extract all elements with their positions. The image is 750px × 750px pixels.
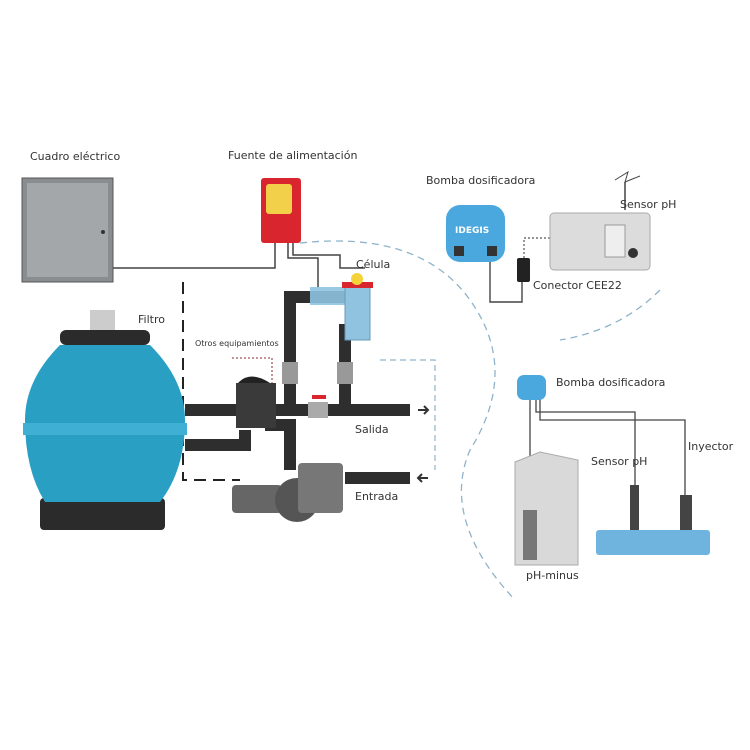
- doser-wire: [523, 237, 550, 258]
- pump-head: [487, 246, 497, 256]
- injector: [680, 495, 692, 530]
- label-outlet: Salida: [355, 423, 389, 436]
- control-unit-gland: [628, 248, 638, 258]
- power-supply-display: [266, 184, 292, 214]
- electrolysis-cell-chamber: [310, 287, 355, 305]
- dashed-divider: [559, 289, 661, 341]
- dosing-pump-small: [517, 375, 546, 400]
- dashed-divider: [380, 359, 436, 470]
- label-injector: Inyector: [688, 440, 734, 453]
- electrolysis-cell: [344, 284, 371, 341]
- valve-lever: [238, 376, 270, 383]
- power-plug-icon: [614, 170, 641, 183]
- cell-indicator: [351, 273, 363, 285]
- label-ph-sensor: Sensor pH: [620, 198, 677, 211]
- label-dosing-pump-2: Bomba dosificadora: [556, 376, 666, 389]
- pump-prefilter: [298, 463, 343, 513]
- power-wire: [113, 243, 276, 269]
- injector-line: [539, 398, 686, 495]
- filter-gauge: [90, 310, 115, 330]
- label-ph-minus: pH-minus: [526, 569, 579, 582]
- valve: [337, 362, 353, 384]
- cell-wire: [292, 243, 365, 269]
- filter-lid: [60, 330, 150, 345]
- ph-sensor-probe: [630, 485, 639, 530]
- label-electrical-cabinet: Cuadro eléctrico: [30, 150, 121, 163]
- cee22-connector: [517, 258, 530, 282]
- cell-wire: [287, 243, 319, 287]
- label-inlet: Entrada: [355, 490, 399, 503]
- dashed-divider: [299, 240, 516, 601]
- suction-probe: [523, 510, 537, 560]
- cell-cap: [342, 282, 373, 288]
- label-ph-sensor-2: Sensor pH: [591, 455, 648, 468]
- cabinet-lock-icon: [101, 230, 105, 234]
- pump-motor: [232, 485, 282, 513]
- cabinet-door: [27, 183, 108, 277]
- control-unit: [549, 212, 651, 271]
- outlet-arrow-icon: [418, 405, 430, 415]
- label-cee22-connector: Conector CEE22: [533, 279, 622, 292]
- label-filter: Filtro: [138, 313, 165, 326]
- sensor-line: [535, 400, 636, 490]
- pipes: [185, 291, 410, 484]
- pipe-section: [596, 530, 710, 555]
- idegis-logo: IDEGIS: [455, 226, 490, 236]
- label-cell: Célula: [356, 258, 391, 271]
- pump-wire: [182, 282, 240, 481]
- valve: [282, 362, 298, 384]
- label-other-equipment: Otros equipamientos: [195, 339, 279, 348]
- inlet-arrow-icon: [416, 473, 428, 483]
- label-power-supply: Fuente de alimentación: [228, 149, 358, 162]
- other-equipment-pointer: [232, 357, 273, 395]
- control-unit-panel: [604, 224, 626, 258]
- label-dosing-pump: Bomba dosificadora: [426, 174, 536, 187]
- valve-handle: [312, 395, 326, 399]
- multiport-valve: [236, 383, 276, 428]
- filter-band: [23, 423, 187, 435]
- doser-wire: [489, 262, 523, 303]
- pump-head: [454, 246, 464, 256]
- ball-valve: [308, 402, 328, 418]
- filter-base: [40, 498, 165, 530]
